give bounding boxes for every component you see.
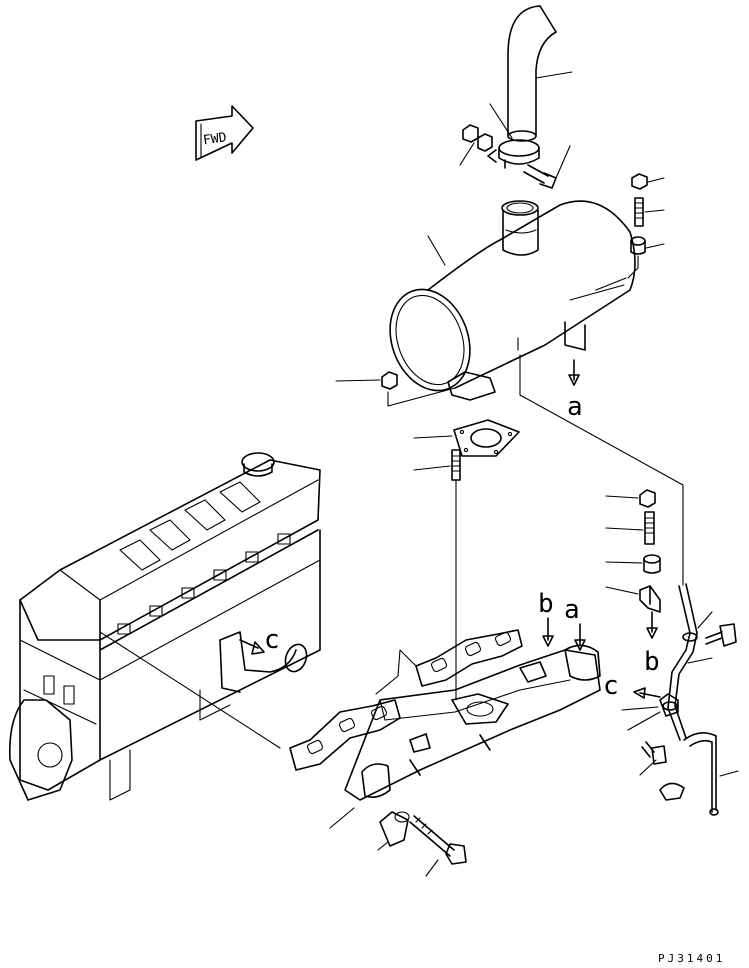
rubber-cushion	[659, 782, 685, 801]
fwd-arrow-icon	[195, 105, 254, 161]
leader-clamp-bolt	[555, 145, 571, 179]
pipe-clamp-bolt-upper	[705, 623, 737, 647]
callout-c-engine: c	[264, 625, 280, 655]
muffler-mount-stud	[634, 197, 644, 227]
clamp-bolt	[523, 164, 557, 189]
ref-line-muffler-bracket	[519, 354, 684, 586]
leader-bracket-nut	[605, 495, 639, 499]
exhaust-manifold	[344, 644, 601, 801]
muffler-mount-nut	[631, 173, 648, 190]
muffler-flange-nut	[381, 371, 398, 390]
tail-pipe	[507, 5, 557, 142]
muffler-gasket	[453, 419, 520, 457]
leader-bracket-stud	[605, 527, 644, 531]
leader-manifold-stud	[413, 465, 451, 471]
leader-spacer-link	[627, 255, 639, 279]
callout-a-manifold: a	[564, 595, 580, 625]
manifold-gasket-rear	[415, 629, 523, 687]
drain-pipe	[662, 583, 719, 816]
leader-flange-nut	[335, 379, 381, 382]
bracket-spacer	[643, 554, 661, 574]
fwd-label: FWD	[202, 130, 228, 148]
outlet-arrow-a	[568, 359, 580, 386]
manifold-stud	[451, 449, 461, 481]
leader-clamp-bolt-lower	[627, 711, 661, 776]
pipe-clamp-bolt-lower	[641, 741, 667, 765]
leader-clamp-nut	[459, 142, 475, 166]
leader-mount-stud	[644, 209, 665, 213]
leader-bracket-spacer	[605, 561, 643, 564]
leader-mount-spacer	[645, 243, 665, 249]
leader-clamp	[489, 103, 513, 139]
leader-mount-nut	[647, 177, 665, 183]
pipe-clip-lower	[659, 693, 679, 717]
callout-b-manifold: b	[538, 589, 554, 619]
leader-drain-hose	[719, 770, 739, 777]
leader-drain-pipe	[687, 657, 713, 664]
manifold-spacer	[379, 811, 410, 847]
callout-b-bracket: b	[644, 647, 660, 677]
muffler	[389, 200, 636, 401]
leader-gaskets	[375, 649, 417, 695]
leader-bracket	[605, 586, 639, 595]
leader-manifold-spacer	[377, 841, 389, 851]
pipe-arrow-c	[633, 687, 661, 699]
leader-pipe-clip	[621, 706, 659, 711]
leader-tail-pipe	[535, 71, 573, 79]
manifold-gasket-front	[289, 699, 401, 771]
callout-a-outlet: a	[567, 392, 583, 422]
leader-muffler	[427, 235, 446, 266]
leader-drain-clip	[697, 611, 713, 629]
manifold-bolt	[409, 815, 467, 865]
leader-manifold	[329, 807, 355, 829]
muffler-mount-spacer	[630, 236, 646, 255]
engine-block	[8, 452, 321, 801]
bracket-stud	[644, 511, 655, 545]
leader-gasket	[413, 435, 453, 439]
ref-line-engine-gasket	[99, 631, 281, 749]
engine-arrow-c	[239, 639, 265, 655]
leader-manifold-bolt	[425, 859, 439, 877]
callout-c-pipe: c	[603, 671, 619, 701]
bracket-arrow-b	[646, 611, 658, 639]
pipe-clamp	[487, 139, 540, 169]
mounting-bracket	[639, 585, 661, 613]
manifold-arrow-b	[542, 617, 554, 647]
clamp-nut	[462, 124, 493, 152]
drawing-code: PJ31401	[658, 952, 725, 965]
bracket-nut	[639, 489, 656, 508]
leader-flange-link	[387, 387, 456, 407]
